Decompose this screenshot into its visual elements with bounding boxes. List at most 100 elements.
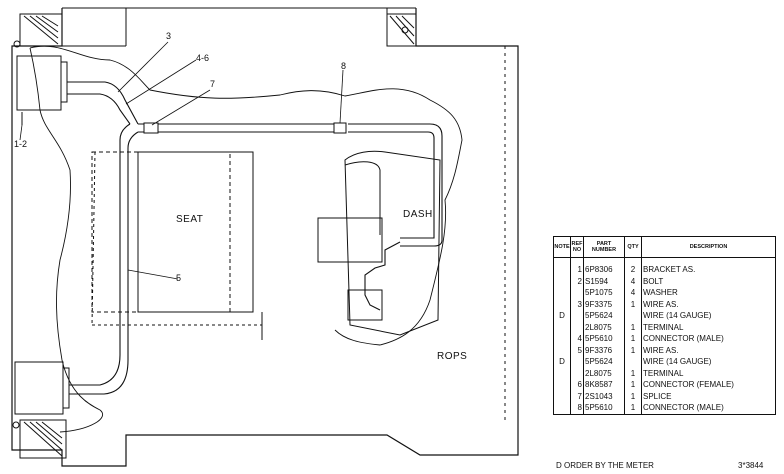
footnote: D ORDER BY THE METER [556, 461, 654, 470]
cell-qty: 1 [624, 321, 642, 333]
cell-desc: CONNECTOR (MALE) [643, 334, 724, 344]
cell-ref [570, 356, 584, 368]
connector-male [333, 122, 347, 134]
cell-qty: 4 [624, 287, 642, 299]
callout-4-6: 4-6 [196, 53, 210, 63]
cell-ref [570, 321, 584, 333]
cell-note [553, 379, 571, 391]
figure-id: 3*3844 [738, 461, 764, 470]
cell-ref: 6 [570, 379, 584, 391]
header-part-number: PART NUMBER [583, 236, 625, 258]
cell-qty: 1 [624, 402, 642, 414]
cell-part: 5P5624 [583, 310, 625, 322]
header-description: DESCRIPTION [641, 236, 776, 258]
cell-desc: TERMINAL [643, 368, 684, 378]
cell-desc: WIRE (14 GAUGE) [643, 357, 712, 367]
cell-part: 9F3376 [583, 344, 625, 356]
cell-desc: WASHER [643, 288, 678, 298]
corner-bracket-bottom-left [12, 419, 67, 459]
cell-ref: 5 [570, 344, 584, 356]
cell-qty: 2 [624, 264, 642, 276]
wire-harness [67, 81, 443, 395]
seat [91, 151, 263, 340]
cell-ref: 1 [570, 264, 584, 276]
cell-part: 5P5624 [583, 356, 625, 368]
rops-frame [11, 7, 519, 467]
cell-desc: CONNECTOR (FEMALE) [643, 380, 734, 390]
cell-ref [570, 287, 584, 299]
cell-note [553, 367, 571, 379]
rops-label: ROPS [437, 351, 468, 362]
floor-plate-outline-left [29, 47, 103, 433]
cell-desc: BOLT [643, 276, 664, 286]
cell-note [553, 298, 571, 310]
table-row: D 5P5624 WIRE (14 GAUGE) [553, 310, 776, 322]
cell-qty: 1 [624, 379, 642, 391]
cell-qty [624, 356, 642, 368]
cell-ref: 4 [570, 333, 584, 345]
cell-note [553, 264, 571, 276]
cell-note [553, 287, 571, 299]
cell-ref [570, 310, 584, 322]
dash-panel [317, 150, 441, 336]
corner-bracket-top-left [13, 13, 63, 48]
cell-note [553, 390, 571, 402]
cell-qty: 1 [624, 344, 642, 356]
cell-note [553, 333, 571, 345]
bracket-top-left [16, 55, 68, 125]
parts-list-table: NOTE REF NO PART NUMBER QTY DESCRIPTION … [553, 236, 776, 415]
header-ref-no: REF NO [570, 236, 584, 258]
cell-note: D [553, 356, 571, 368]
cell-qty [624, 310, 642, 322]
cell-part: 6P8306 [583, 264, 625, 276]
callout-7: 7 [210, 79, 216, 89]
cell-part: 8K8587 [583, 379, 625, 391]
cell-part: 2L8075 [583, 367, 625, 379]
cell-ref: 7 [570, 390, 584, 402]
cell-desc: WIRE AS. [643, 345, 679, 355]
dash-label: DASH [403, 209, 433, 220]
callout-3: 3 [166, 31, 172, 41]
header-qty: QTY [624, 236, 642, 258]
cell-ref [570, 367, 584, 379]
cell-part: 5P5610 [583, 402, 625, 414]
seat-label: SEAT [176, 214, 204, 225]
table-spacer [553, 257, 776, 264]
cell-part: 9F3375 [583, 298, 625, 310]
floor-plate-outline [29, 45, 463, 346]
callout-1-2: 1-2 [14, 139, 28, 149]
corner-bracket-top-right [386, 13, 417, 47]
cell-qty: 1 [624, 390, 642, 402]
cell-qty: 1 [624, 298, 642, 310]
cell-note [553, 402, 571, 414]
cell-note [553, 275, 571, 287]
cell-ref: 8 [570, 402, 584, 414]
cell-part: 2L8075 [583, 321, 625, 333]
callout-leaders [19, 41, 344, 280]
cell-qty: 1 [624, 333, 642, 345]
cell-note [553, 344, 571, 356]
callout-8: 8 [341, 61, 347, 71]
cell-part: 5P1075 [583, 287, 625, 299]
header-note: NOTE [553, 236, 571, 258]
table-row: D 5P5624 WIRE (14 GAUGE) [553, 356, 776, 368]
cell-ref: 3 [570, 298, 584, 310]
cell-part: S1594 [583, 275, 625, 287]
cell-desc: WIRE (14 GAUGE) [643, 311, 712, 321]
bracket-bottom-left [14, 361, 70, 415]
cell-note: D [553, 310, 571, 322]
cell-desc: SPLICE [643, 391, 672, 401]
cell-note [553, 321, 571, 333]
parts-table-header: NOTE REF NO PART NUMBER QTY DESCRIPTION [553, 236, 776, 258]
cell-part: 2S1043 [583, 390, 625, 402]
